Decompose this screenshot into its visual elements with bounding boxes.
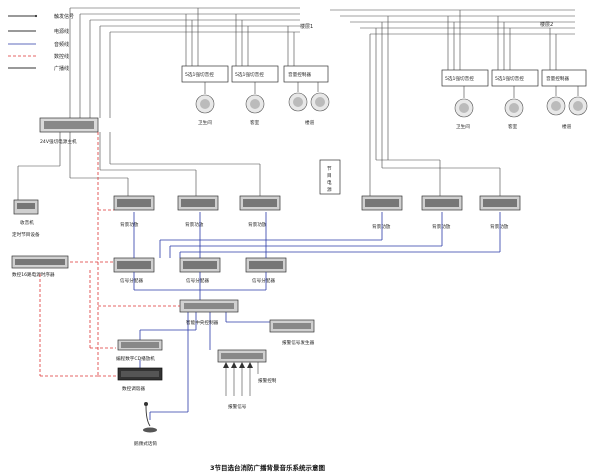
amp-a3-label: 背景功放 (248, 221, 267, 228)
controller-label: 智能中央控制器 (186, 319, 219, 326)
cd-player-label: 编程数字CD播放机 (116, 355, 155, 362)
legend-label-control: 数控线 (54, 53, 69, 60)
cd-player: 编程数字CD播放机 (116, 339, 163, 362)
control-lines (39, 132, 180, 377)
alarm-control: 报警控制 (217, 349, 277, 384)
legend-label-power: 电源线 (54, 28, 69, 35)
f2-volume-label: 音量控制器 (546, 75, 569, 82)
floor2-label: 楼层2 (540, 21, 553, 28)
f2-switch-b-label: 5选1强切音控 (495, 75, 524, 82)
f1-switch-a-label: 5选1强切音控 (185, 71, 214, 78)
timer16-label: 数控16路电源时序器 (12, 271, 55, 278)
amp-a1-label: 背景功放 (120, 221, 139, 228)
floor1-bus: 楼层1 (69, 7, 313, 118)
f2-room-office: 客室 (508, 123, 518, 130)
alarm-gen-label: 报警信号发生器 (282, 339, 315, 346)
f2-room-bathroom: 卫生间 (456, 123, 470, 130)
f1-switch-b-label: 5选1强切音控 (235, 71, 264, 78)
floor1-controllers: 5选1强切音控 5选1强切音控 音量控制器 (181, 65, 329, 83)
zone-box-line3: 电 (327, 179, 332, 186)
f1-room-corridor: 楼道 (305, 119, 315, 126)
zone-box-line4: 源 (327, 186, 332, 193)
f2-switch-a-label: 5选1强切音控 (445, 75, 474, 82)
floor2-speakers: 卫生间 客室 楼道 (454, 86, 588, 130)
power-host: 24V强切电源主机 (39, 117, 99, 145)
zone-power-box: 节 目 电 源 (319, 159, 341, 195)
mic-icon (144, 402, 148, 406)
f2-switch-a (441, 69, 489, 87)
floor1-speakers: 卫生间 客室 楼道 (195, 82, 330, 126)
f2-volume (541, 69, 587, 87)
radio-label: 收音机 (20, 219, 34, 226)
legend-label-trigger: 触发信号 (54, 13, 74, 20)
f1-volume-label: 音量控制器 (288, 71, 311, 78)
legend: 触发信号 电源线 音频线 数控线 广播线 (8, 13, 74, 72)
zone-box-line1: 节 (327, 166, 332, 172)
audio-lines (133, 212, 501, 420)
f2-switch-b (491, 69, 539, 87)
amp-b3-label: 背景功放 (490, 223, 509, 230)
alarm-signal-arrows: 报警信号 (223, 362, 253, 410)
splitter-1-label: 信号分配器 (120, 277, 143, 284)
tuner: 数控调谐器 (117, 367, 163, 392)
tuner-label: 数控调谐器 (122, 385, 145, 392)
f1-volume (283, 65, 329, 83)
microphone: 鹅颈式话筒 (134, 402, 157, 447)
splitter-3-label: 信号分配器 (252, 277, 275, 284)
amp-b1-label: 背景功放 (372, 223, 391, 230)
f1-room-bathroom: 卫生间 (198, 119, 212, 126)
zone-box-line2: 目 (327, 173, 332, 179)
mic-label: 鹅颈式话筒 (134, 440, 157, 447)
f1-room-office: 客室 (250, 119, 260, 126)
floor2-bus: 楼层2 (330, 9, 575, 160)
timer-main-label: 定时节目设备 (12, 231, 40, 238)
power-host-label: 24V强切电源主机 (40, 138, 77, 145)
radio: 收音机 定时节目设备 (12, 199, 40, 238)
alarm-ctrl-label: 报警控制 (258, 377, 277, 384)
power-wires (17, 132, 501, 200)
alarm-generator: 报警信号发生器 (269, 319, 315, 346)
splitters: 信号分配器 信号分配器 信号分配器 (113, 257, 287, 284)
timer16: 数控16路电源时序器 (11, 255, 69, 278)
amp-b2-label: 背景功放 (432, 223, 451, 230)
diagram-caption: 3节目选台消防广播背景音乐系统示意图 (210, 463, 326, 472)
amplifiers-left: 背景功放 背景功放 背景功放 (113, 195, 281, 228)
legend-label-audio: 音频线 (54, 41, 69, 48)
amp-a2-label: 背景功放 (185, 221, 204, 228)
floor1-label: 楼层1 (300, 23, 313, 30)
amplifiers-right: 背景功放 背景功放 背景功放 (361, 195, 521, 230)
f2-room-corridor: 楼道 (562, 123, 572, 130)
splitter-2-label: 信号分配器 (186, 277, 209, 284)
legend-label-broadcast: 广播线 (54, 65, 69, 72)
floor2-controllers: 5选1强切音控 5选1强切音控 音量控制器 (441, 69, 587, 87)
alarm-signal-label: 报警信号 (228, 403, 247, 410)
